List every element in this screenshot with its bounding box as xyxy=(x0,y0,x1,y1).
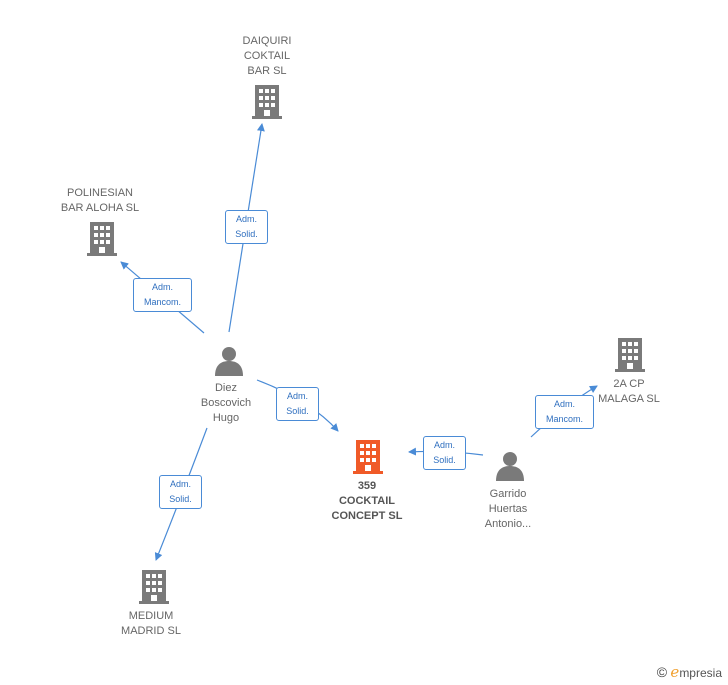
node-label-polinesian[interactable]: POLINESIAN BAR ALOHA SL xyxy=(60,187,140,214)
node-label-medium[interactable]: MEDIUM MADRID SL xyxy=(121,610,181,637)
edge-label-diez-daiquiri: Adm. Solid. xyxy=(225,210,268,244)
empresia-brand: © empresia xyxy=(657,663,722,681)
polinesian-building-icon[interactable] xyxy=(87,222,117,256)
brand-e-letter: e xyxy=(670,663,680,681)
node-label-twoacp[interactable]: 2A CP MALAGA SL xyxy=(598,378,660,405)
brand-name: mpresia xyxy=(679,666,722,680)
main-company-building-icon[interactable] xyxy=(353,440,383,474)
node-label-garrido[interactable]: Garrido Huertas Antonio... xyxy=(484,488,532,530)
node-label-main-company[interactable]: 359 COCKTAIL CONCEPT SL xyxy=(331,480,403,522)
twoacp-building-icon[interactable] xyxy=(615,338,645,372)
edge-label-garrido-main: Adm. Solid. xyxy=(423,436,466,470)
medium-building-icon[interactable] xyxy=(139,570,169,604)
diez-person-icon[interactable] xyxy=(215,347,243,376)
edge-label-garrido-twoacp: Adm. Mancom. xyxy=(535,395,594,429)
edge-label-diez-polinesian: Adm. Mancom. xyxy=(133,278,192,312)
copyright-symbol: © xyxy=(656,664,668,680)
daiquiri-building-icon[interactable] xyxy=(252,85,282,119)
node-label-daiquiri[interactable]: DAIQUIRI COKTAIL BAR SL xyxy=(242,35,292,77)
edge-label-diez-main: Adm. Solid. xyxy=(276,387,319,421)
node-label-diez[interactable]: Diez Boscovich Hugo xyxy=(200,382,252,424)
garrido-person-icon[interactable] xyxy=(496,452,524,481)
edge-label-diez-medium: Adm. Solid. xyxy=(159,475,202,509)
